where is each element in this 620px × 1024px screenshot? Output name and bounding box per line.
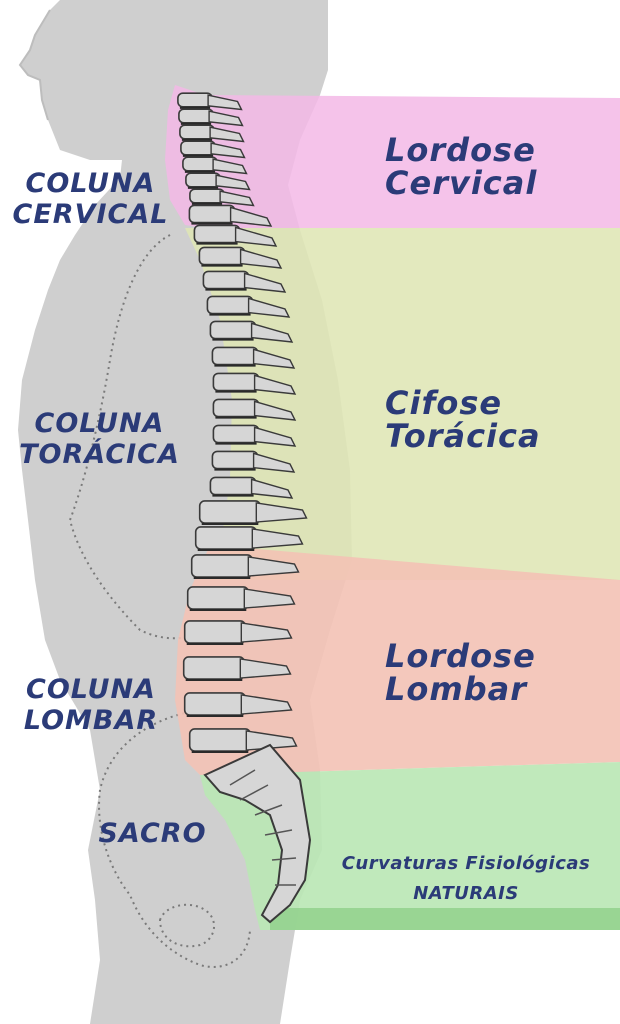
vertebra-body: [212, 398, 260, 418]
label-cifose-toracica: Cifose Torácica: [385, 384, 541, 455]
vertebra-process: [245, 730, 298, 751]
label-coluna-toracica: COLUNA TORÁCICA: [19, 408, 180, 470]
vertebra-body: [198, 500, 262, 524]
vertebra-process: [219, 190, 255, 207]
vertebra-process: [243, 588, 296, 609]
label-coluna-cervical: COLUNA CERVICAL: [12, 168, 169, 230]
sacrum-shading: [229, 769, 297, 886]
vertebra-process: [234, 226, 278, 247]
vertebra-process: [229, 206, 273, 227]
caption-curvaturas: Curvaturas Fisiológicas NATURAIS: [341, 853, 591, 904]
vertebra-body: [179, 124, 215, 140]
vertebra-process: [209, 126, 245, 143]
vertebra-process: [207, 94, 243, 111]
band-cervical: [165, 85, 620, 228]
label-lordose-lombar: Lordose Lombar: [385, 637, 536, 708]
vertebra-body: [209, 476, 257, 496]
pelvis-outline: [158, 903, 215, 948]
label-sacro: SACRO: [98, 818, 207, 849]
vertebra-body: [180, 140, 216, 156]
vertebra-process: [240, 622, 293, 643]
vertebra-process: [239, 248, 283, 269]
vertebra-body: [185, 172, 221, 188]
vertebra-body: [188, 728, 252, 752]
face-outline: [18, 9, 51, 121]
vertebra-process: [210, 142, 246, 159]
band-sacro-base: [270, 908, 620, 930]
vertebra-process: [247, 556, 300, 577]
sacrum-bone: [203, 743, 312, 924]
vertebra-process: [252, 348, 296, 369]
vertebra-process: [240, 694, 293, 715]
vertebra-body: [193, 224, 241, 244]
hip-outline: [98, 711, 251, 968]
vertebra-body: [186, 586, 250, 610]
vertebra-process: [239, 658, 292, 679]
vertebra-body: [183, 692, 247, 716]
vertebra-body: [190, 554, 254, 578]
vertebra-body: [189, 188, 225, 204]
vertebra-process: [250, 478, 294, 499]
vertebra-body: [178, 108, 214, 124]
vertebra-process: [247, 297, 291, 318]
vertebra-body: [182, 656, 246, 680]
vertebra-process: [243, 272, 287, 293]
vertebra-process: [253, 426, 297, 447]
spine-illustration: [177, 92, 308, 754]
vertebra-body: [211, 346, 259, 366]
vertebra-process: [255, 502, 308, 523]
chest-outline: [68, 234, 196, 640]
vertebra-process: [253, 400, 297, 421]
vertebra-body: [198, 246, 246, 266]
vertebra-body: [212, 372, 260, 392]
vertebra-body: [177, 92, 213, 108]
vertebra-process: [250, 322, 294, 343]
vertebra-process: [208, 110, 244, 127]
vertebra-body: [206, 295, 254, 315]
vertebra-body: [188, 204, 236, 224]
label-coluna-lombar: COLUNA LOMBAR: [23, 674, 159, 736]
vertebra-body: [202, 270, 250, 290]
vertebra-process: [253, 374, 297, 395]
vertebra-body: [209, 320, 257, 340]
vertebra-process: [215, 174, 251, 191]
vertebra-process: [251, 528, 304, 549]
vertebra-body: [182, 156, 218, 172]
vertebra-body: [183, 620, 247, 644]
vertebra-process: [252, 452, 296, 473]
label-lordose-cervical: Lordose Cervical: [385, 131, 538, 202]
band-toracica: [185, 228, 620, 580]
vertebra-body: [212, 424, 260, 444]
vertebra-body: [211, 450, 259, 470]
vertebra-process: [212, 158, 248, 175]
vertebra-body: [194, 526, 258, 550]
